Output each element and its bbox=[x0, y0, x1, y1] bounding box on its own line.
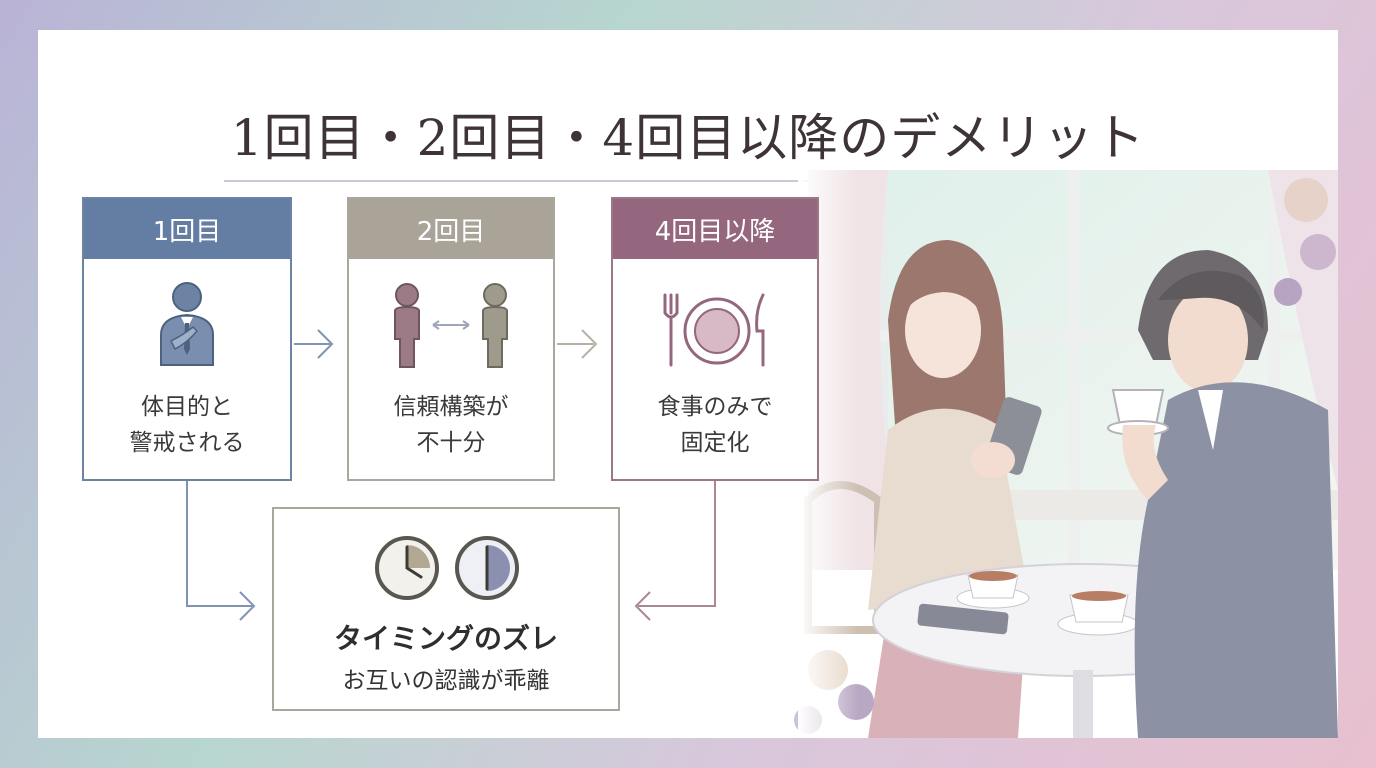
title-divider bbox=[224, 180, 1228, 182]
flow-arrows bbox=[186, 329, 716, 621]
step-text-2b: 不十分 bbox=[416, 430, 486, 456]
step-label-1: 1回目 bbox=[84, 199, 290, 259]
step-text-1b: 警戒される bbox=[129, 430, 245, 456]
step-label-2: 2回目 bbox=[349, 199, 553, 259]
result-box: タイミングのズレ お互いの認識が乖離 bbox=[272, 507, 620, 711]
step-text-3a: 食事のみで bbox=[657, 394, 773, 420]
businessman-icon bbox=[160, 282, 214, 366]
result-subtitle: お互いの認識が乖離 bbox=[342, 668, 550, 694]
step-box-1: 1回目 体目的と 警戒される bbox=[82, 197, 292, 481]
arrow-step1-to-step2 bbox=[294, 329, 334, 359]
fork-plate-knife-icon bbox=[663, 293, 765, 367]
step-box-3: 4回目以降 食事のみで 固定化 bbox=[611, 197, 819, 481]
step-box-2: 2回目 信頼構築が 不十分 bbox=[347, 197, 555, 481]
clocks-icon bbox=[375, 536, 519, 600]
result-title: タイミングのズレ bbox=[333, 622, 558, 655]
slide-card: 1回目・2回目・4回目以降のデメリット bbox=[38, 30, 1338, 738]
step-label-3: 4回目以降 bbox=[613, 199, 817, 259]
step-text-1a: 体目的と bbox=[141, 394, 233, 420]
arrow-step1-to-result bbox=[186, 481, 256, 621]
arrow-step2-to-step3 bbox=[557, 329, 598, 359]
step-text-2a: 信頼構築が bbox=[393, 394, 509, 420]
arrow-step3-to-result bbox=[634, 481, 716, 621]
slide-title: 1回目・2回目・4回目以降のデメリット bbox=[230, 109, 1146, 167]
two-people-apart-icon bbox=[394, 283, 508, 368]
step-text-3b: 固定化 bbox=[680, 430, 750, 456]
